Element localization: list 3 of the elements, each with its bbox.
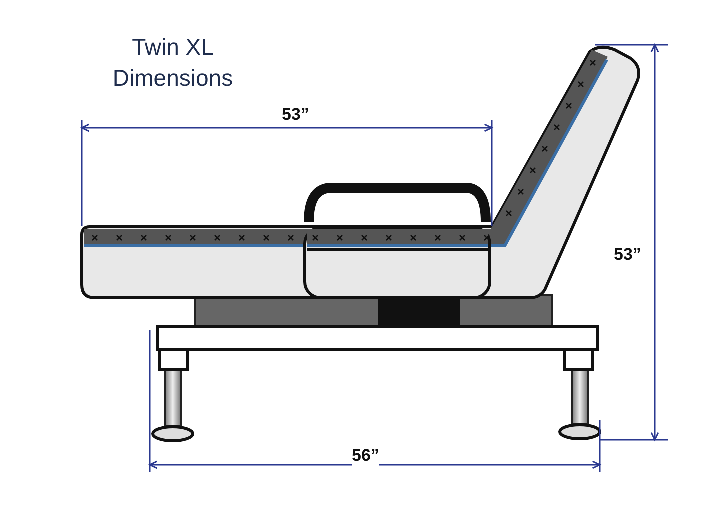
- diagram-title: Twin XL Dimensions: [112, 33, 234, 93]
- dimension-label: 56”: [352, 446, 380, 466]
- dimension-label: 53”: [282, 105, 310, 125]
